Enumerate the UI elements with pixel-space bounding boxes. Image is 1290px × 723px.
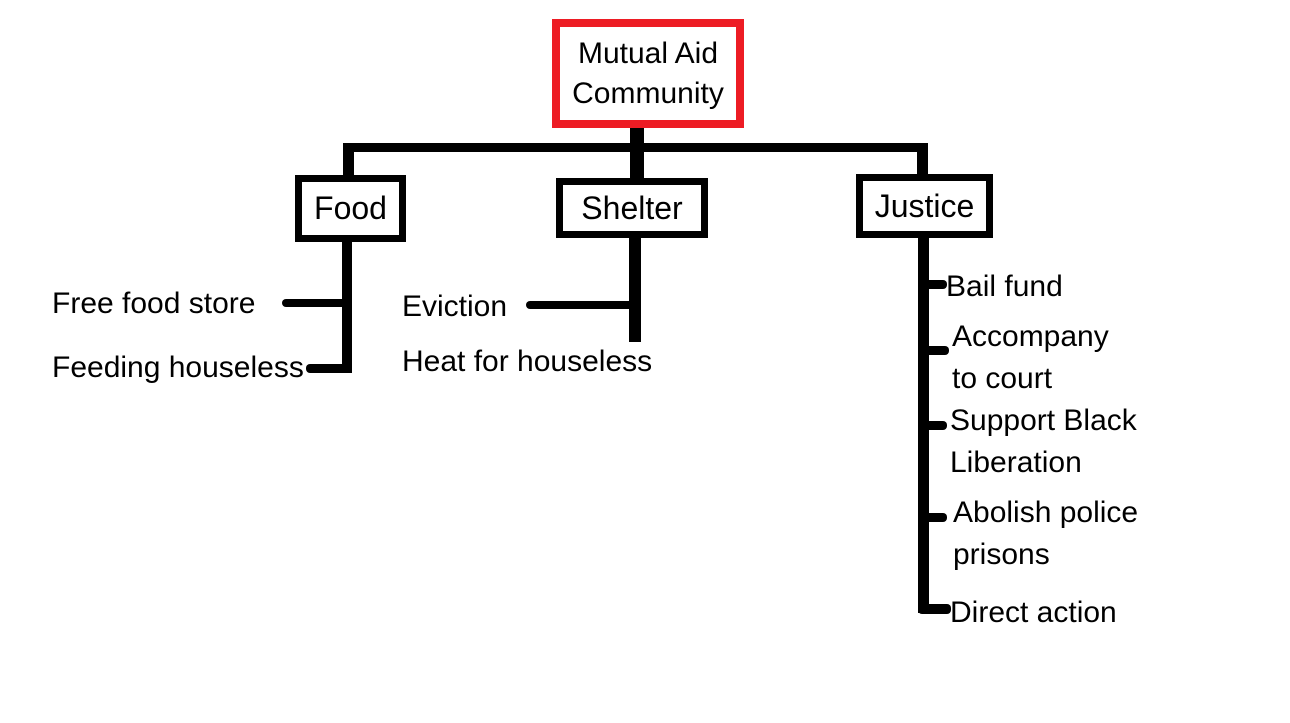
tick-eviction xyxy=(526,301,638,309)
root-node-mutual-aid-community: Mutual Aid Community xyxy=(552,19,744,128)
leaf-direct-action: Direct action xyxy=(950,596,1117,629)
tick-feeding-houseless xyxy=(306,364,352,373)
branch-node-label: Food xyxy=(314,190,387,227)
branch-node-food: Food xyxy=(295,175,406,242)
connector-shelter-stem xyxy=(629,236,641,342)
branch-node-label: Justice xyxy=(874,187,975,224)
root-node-label: Mutual Aid Community xyxy=(572,36,724,110)
leaf-feeding-houseless: Feeding houseless xyxy=(52,351,304,384)
connector-drop-food xyxy=(343,145,354,179)
branch-node-label: Shelter xyxy=(581,189,683,226)
tick-support-black-liberation xyxy=(918,421,947,430)
leaf-accompany-to-court: Accompany to court xyxy=(952,320,1109,395)
connector-root-to-shelter xyxy=(630,127,644,179)
connector-drop-justice xyxy=(917,145,928,176)
branch-node-shelter: Shelter xyxy=(556,178,708,238)
leaf-eviction: Eviction xyxy=(402,290,508,323)
tick-bail-fund xyxy=(918,280,947,289)
leaf-bail-fund: Bail fund xyxy=(946,270,1063,303)
tick-accompany-to-court xyxy=(918,346,949,355)
leaf-abolish-police-prisons: Abolish police prisons xyxy=(953,496,1139,571)
branch-node-justice: Justice xyxy=(856,174,993,238)
connector-horizontal-bar xyxy=(343,143,928,152)
tick-free-food-store xyxy=(282,299,352,307)
tick-direct-action xyxy=(918,604,951,614)
leaf-free-food-store: Free food store xyxy=(52,287,256,320)
leaf-support-black-liberation: Support Black Liberation xyxy=(950,404,1137,479)
tick-abolish-police-prisons xyxy=(918,513,947,522)
leaf-heat-for-houseless: Heat for houseless xyxy=(402,345,653,378)
